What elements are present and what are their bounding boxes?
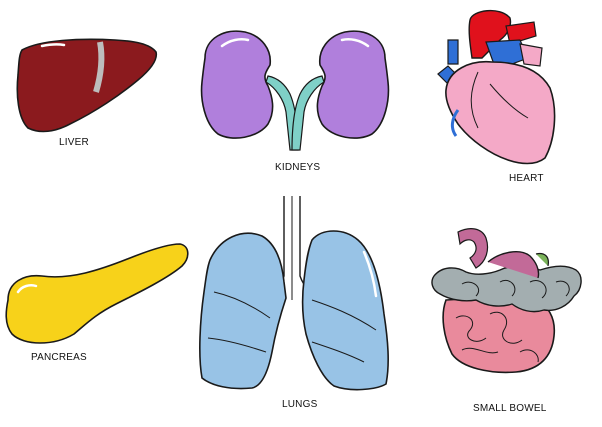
heart-label: HEART (509, 173, 544, 184)
liver-label: LIVER (59, 137, 89, 148)
small-bowel-label: SMALL BOWEL (473, 403, 547, 414)
kidneys-illustration (200, 30, 390, 151)
lungs-illustration (199, 196, 389, 391)
small-bowel-illustration (431, 228, 582, 374)
pancreas-illustration (5, 243, 189, 344)
kidneys-label: KIDNEYS (275, 162, 321, 173)
liver-illustration (16, 38, 158, 133)
lungs-label: LUNGS (282, 399, 318, 410)
pancreas-label: PANCREAS (31, 352, 87, 363)
heart-illustration (437, 10, 556, 165)
